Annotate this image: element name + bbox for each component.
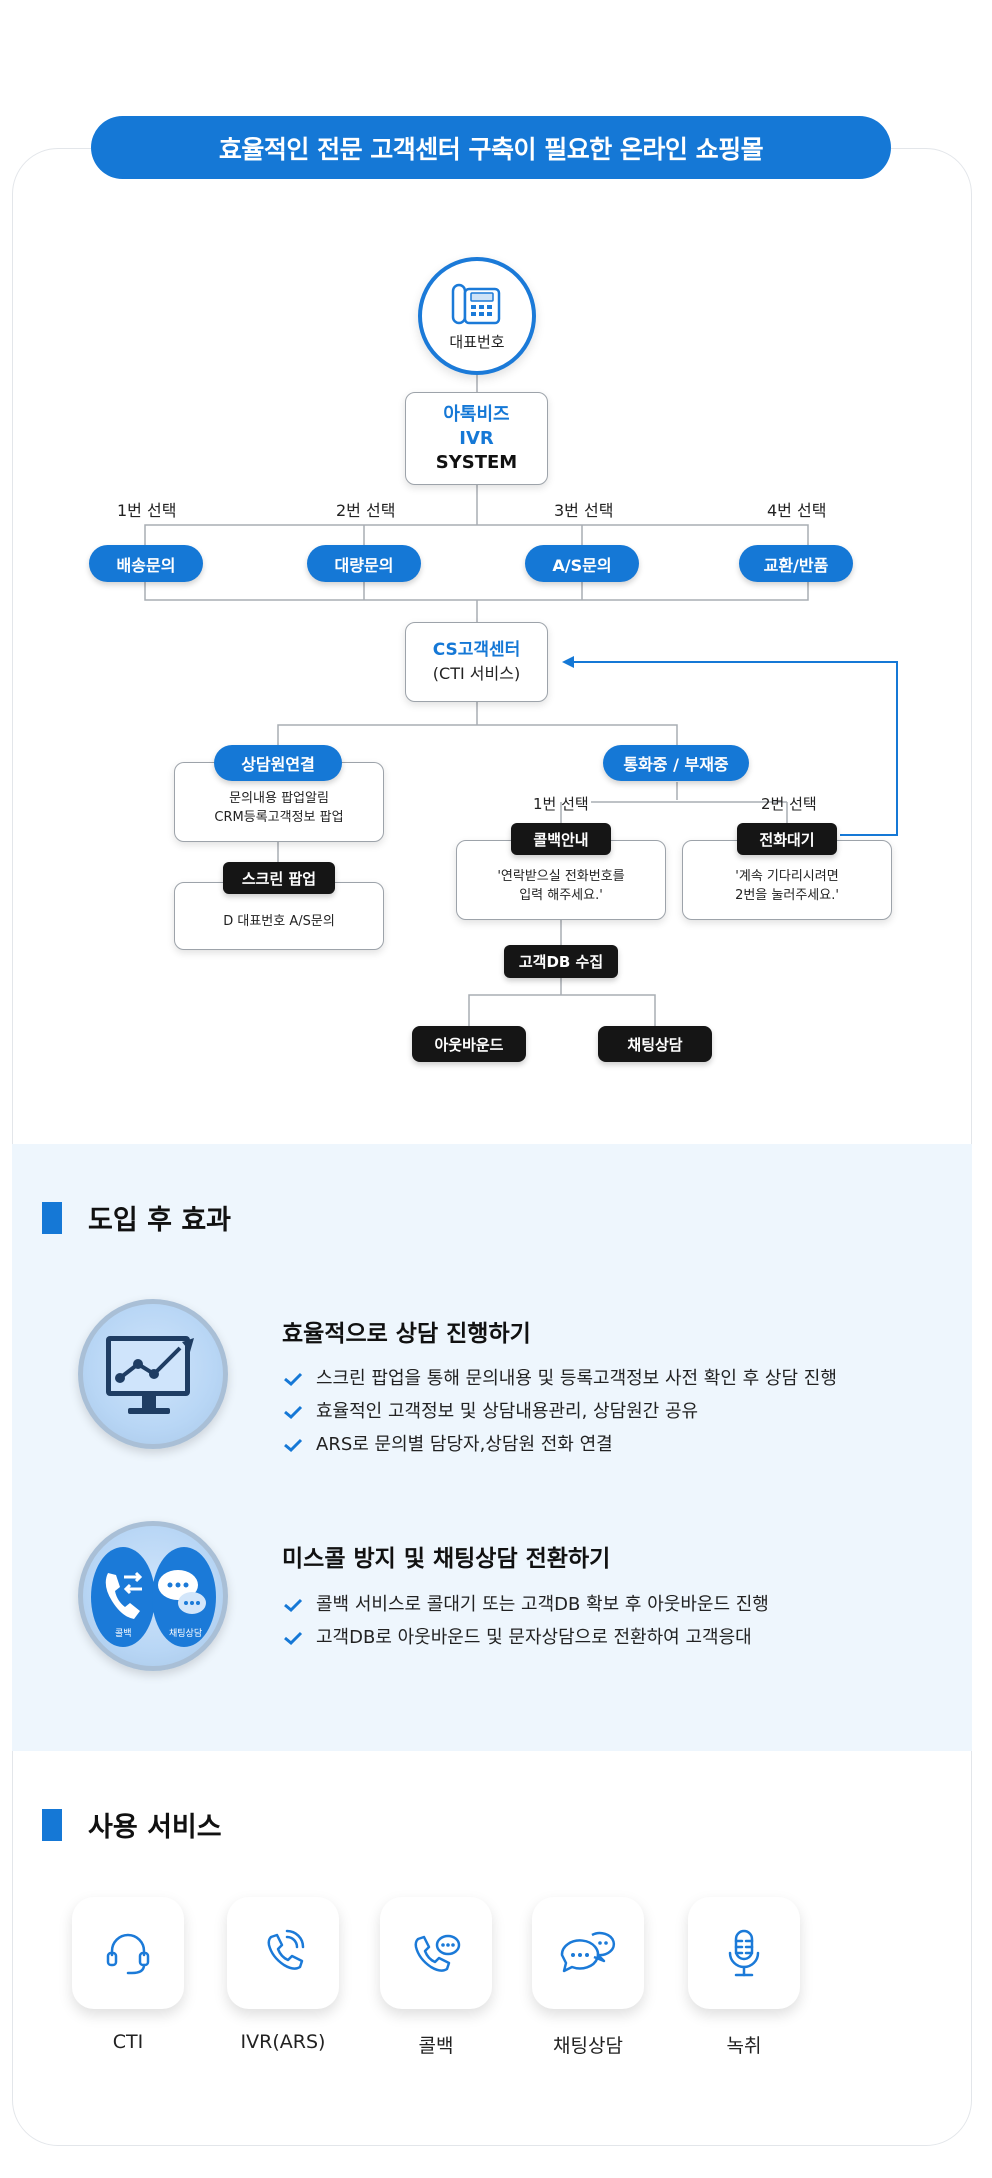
representative-number-node: 대표번호 — [418, 257, 536, 375]
wait-pill: 전화대기 — [737, 823, 837, 855]
services-heading-text: 사용 서비스 — [88, 1812, 222, 1843]
effect-1-point: 효율적인 고객정보 및 상담내용관리, 상담원간 공유 — [282, 1395, 837, 1428]
effect-1-point: ARS로 문의별 담당자,상담원 전화 연결 — [282, 1428, 837, 1461]
effect-1-point-text: ARS로 문의별 담당자,상담원 전화 연결 — [316, 1434, 613, 1455]
check-icon — [284, 1405, 303, 1419]
effect-2-point: 콜백 서비스로 콜대기 또는 고객DB 확보 후 아웃바운드 진행 — [282, 1588, 769, 1621]
service-cti[interactable]: CTI — [72, 1897, 184, 2053]
service-tile[interactable] — [227, 1897, 339, 2009]
choice-4-select: 4번 선택 — [767, 501, 827, 520]
misscall-illustration: 콜백 채팅상담 — [78, 1521, 228, 1671]
effects-heading-text: 도입 후 효과 — [88, 1205, 231, 1236]
callback-icon-label: 콜백 — [115, 1629, 132, 1639]
service-recording[interactable]: 녹취 — [688, 1897, 800, 2058]
agent-line-2: CRM등록고객정보 팝업 — [214, 810, 344, 825]
effect-2-point: 고객DB로 아웃바운드 및 문자상담으로 전환하여 고객응대 — [282, 1621, 769, 1654]
effect-1-point-text: 스크린 팝업을 통해 문의내용 및 등록고객정보 사전 확인 후 상담 진행 — [316, 1368, 837, 1389]
service-name: CTI — [112, 2031, 144, 2053]
callback-box: '연락받으실 전화번호를 입력 해주세요.' — [456, 840, 666, 920]
heading-bar — [42, 1201, 62, 1234]
service-chat[interactable]: 채팅상담 — [532, 1897, 644, 2058]
choice-1-select: 1번 선택 — [117, 501, 177, 520]
representative-number-label: 대표번호 — [449, 332, 505, 351]
ivr-brand: 아톡비즈 — [443, 403, 510, 425]
as-inquiry-pill: A/S문의 — [525, 545, 639, 582]
effect-1-point: 스크린 팝업을 통해 문의내용 및 등록고객정보 사전 확인 후 상담 진행 — [282, 1362, 837, 1395]
ivr-system-node: 아톡비즈 IVR SYSTEM — [405, 392, 548, 485]
phone-ring-icon — [267, 1929, 305, 1970]
db-collect-pill: 고객DB 수집 — [504, 945, 618, 978]
chat-counsel-pill: 채팅상담 — [598, 1026, 712, 1062]
busy-select-1: 1번 선택 — [533, 795, 589, 813]
service-name: IVR(ARS) — [240, 2031, 326, 2053]
choice-3-select: 3번 선택 — [554, 501, 614, 520]
effect-2-point-text: 콜백 서비스로 콜대기 또는 고객DB 확보 후 아웃바운드 진행 — [316, 1594, 769, 1615]
services-heading: 사용 서비스 — [42, 1805, 222, 1844]
screen-popup-text: D 대표번호 A/S문의 — [223, 913, 335, 929]
effects-heading: 도입 후 효과 — [42, 1198, 231, 1237]
callback-chat-icon — [91, 1547, 216, 1647]
chat-bubbles-icon — [560, 1931, 616, 1973]
efficiency-illustration — [78, 1299, 228, 1449]
headset-icon — [106, 1933, 150, 1975]
cs-center-node: CS고객센터 (CTI 서비스) — [405, 622, 548, 702]
service-tile[interactable] — [72, 1897, 184, 2009]
callback-pill: 콜백안내 — [511, 823, 611, 855]
bulk-inquiry-pill: 대량문의 — [307, 545, 421, 582]
service-tile[interactable] — [380, 1897, 492, 2009]
service-name: 콜백 — [418, 2035, 454, 2057]
flow-diagram: 대표번호 아톡비즈 IVR SYSTEM 1번 선택 2번 선택 3번 선택 4… — [89, 257, 898, 1062]
agent-connect-pill: 상담원연결 — [214, 745, 342, 781]
agent-line-1: 문의내용 팝업알림 — [229, 791, 329, 806]
wait-line-1: '계속 기다리시려면 — [735, 869, 839, 884]
service-tile[interactable] — [688, 1897, 800, 2009]
busy-absent-pill: 통화중 / 부재중 — [603, 745, 749, 781]
effect-1-points: 스크린 팝업을 통해 문의내용 및 등록고객정보 사전 확인 후 상담 진행 효… — [282, 1362, 837, 1461]
busy-select-2: 2번 선택 — [761, 795, 817, 813]
service-tile[interactable] — [532, 1897, 644, 2009]
cs-center-title: CS고객센터 — [432, 640, 521, 660]
check-icon — [284, 1631, 303, 1645]
phone-chat-icon — [414, 1934, 461, 1972]
page-title: 효율적인 전문 고객센터 구축이 필요한 온라인 쇼핑몰 — [91, 116, 891, 179]
exchange-return-pill: 교환/반품 — [739, 545, 853, 582]
screen-popup-pill: 스크린 팝업 — [223, 862, 335, 894]
effect-1-title: 효율적으로 상담 진행하기 — [282, 1321, 531, 1347]
service-name: 녹취 — [726, 2035, 762, 2057]
delivery-inquiry-pill: 배송문의 — [89, 545, 203, 582]
service-callback[interactable]: 콜백 — [380, 1897, 492, 2058]
check-icon — [284, 1438, 303, 1452]
choice-2-select: 2번 선택 — [336, 501, 396, 520]
cs-center-sub: (CTI 서비스) — [432, 664, 521, 683]
microphone-icon — [728, 1929, 760, 1977]
heading-bar — [42, 1808, 62, 1841]
check-icon — [284, 1372, 303, 1386]
desk-phone-icon — [451, 283, 501, 324]
effect-1-point-text: 효율적인 고객정보 및 상담내용관리, 상담원간 공유 — [316, 1401, 699, 1422]
ivr-system-label: SYSTEM — [435, 451, 518, 473]
callback-line-1: '연락받으실 전화번호를 — [497, 869, 625, 884]
effect-2-point-text: 고객DB로 아웃바운드 및 문자상담으로 전환하여 고객응대 — [316, 1627, 752, 1648]
ivr-name: IVR — [459, 427, 494, 449]
service-name: 채팅상담 — [553, 2035, 623, 2057]
check-icon — [284, 1598, 303, 1612]
wait-line-2: 2번을 눌러주세요.' — [735, 888, 839, 903]
callback-line-2: 입력 해주세요.' — [519, 888, 603, 903]
connector-lines — [144, 375, 898, 1026]
monitor-chart-icon — [106, 1336, 194, 1414]
effect-2-title: 미스콜 방지 및 채팅상담 전환하기 — [282, 1546, 611, 1572]
chat-icon-label: 채팅상담 — [169, 1629, 203, 1639]
effect-2-points: 콜백 서비스로 콜대기 또는 고객DB 확보 후 아웃바운드 진행 고객DB로 … — [282, 1588, 769, 1654]
outbound-pill: 아웃바운드 — [412, 1026, 526, 1062]
service-ivr[interactable]: IVR(ARS) — [227, 1897, 339, 2053]
